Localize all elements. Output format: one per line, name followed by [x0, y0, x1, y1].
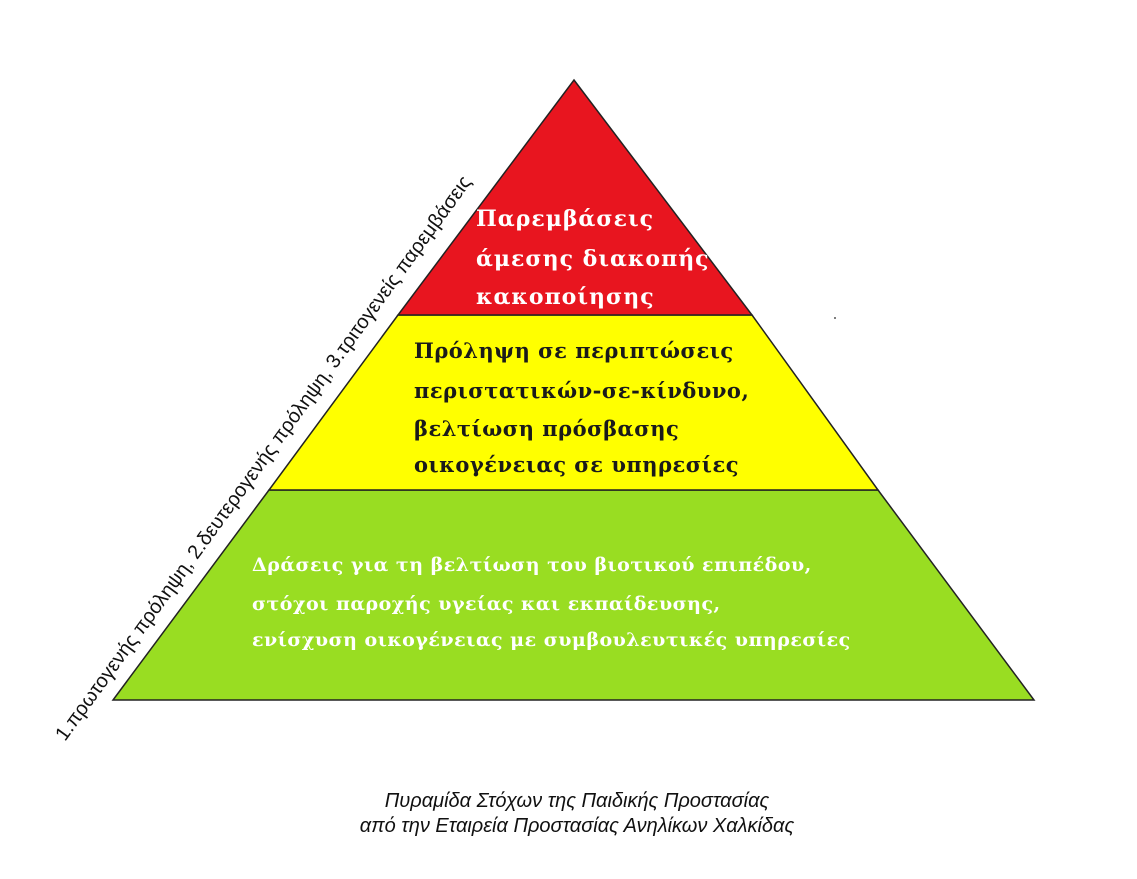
tier-top-line: άμεσης διακοπής — [476, 246, 710, 272]
tier-bottom-text: Δράσεις για τη βελτίωση του βιοτικού επι… — [252, 554, 851, 651]
stray-dot — [834, 317, 836, 319]
tier-top-line: κακοποίησης — [476, 284, 655, 310]
tier-middle-line: βελτίωση πρόσβασης — [414, 416, 679, 441]
tier-middle-line: περιστατικών-σε-κίνδυνο, — [414, 378, 749, 403]
tier-bottom-line: ενίσχυση οικογένειας με συμβουλευτικές υ… — [252, 629, 851, 651]
tier-middle-line: Πρόληψη σε περιπτώσεις — [414, 338, 734, 363]
tier-top-shape — [396, 78, 754, 316]
tier-middle-text: Πρόληψη σε περιπτώσεις περιστατικών-σε-κ… — [414, 338, 749, 477]
tier-top-text: Παρεμβάσεις άμεσης διακοπής κακοποίησης — [476, 206, 710, 310]
caption-line-2: από την Εταιρεία Προστασίας Ανηλίκων Χαλ… — [360, 815, 795, 837]
tier-bottom-line: στόχοι παροχής υγείας και εκπαίδευσης, — [252, 593, 721, 615]
tier-top-line: Παρεμβάσεις — [476, 206, 654, 232]
tier-middle-line: οικογένειας σε υπηρεσίες — [414, 452, 739, 477]
tier-bottom-line: Δράσεις για τη βελτίωση του βιοτικού επι… — [252, 554, 812, 576]
caption: Πυραμίδα Στόχων της Παιδικής Προστασίας … — [360, 790, 795, 837]
caption-line-1: Πυραμίδα Στόχων της Παιδικής Προστασίας — [385, 790, 770, 812]
